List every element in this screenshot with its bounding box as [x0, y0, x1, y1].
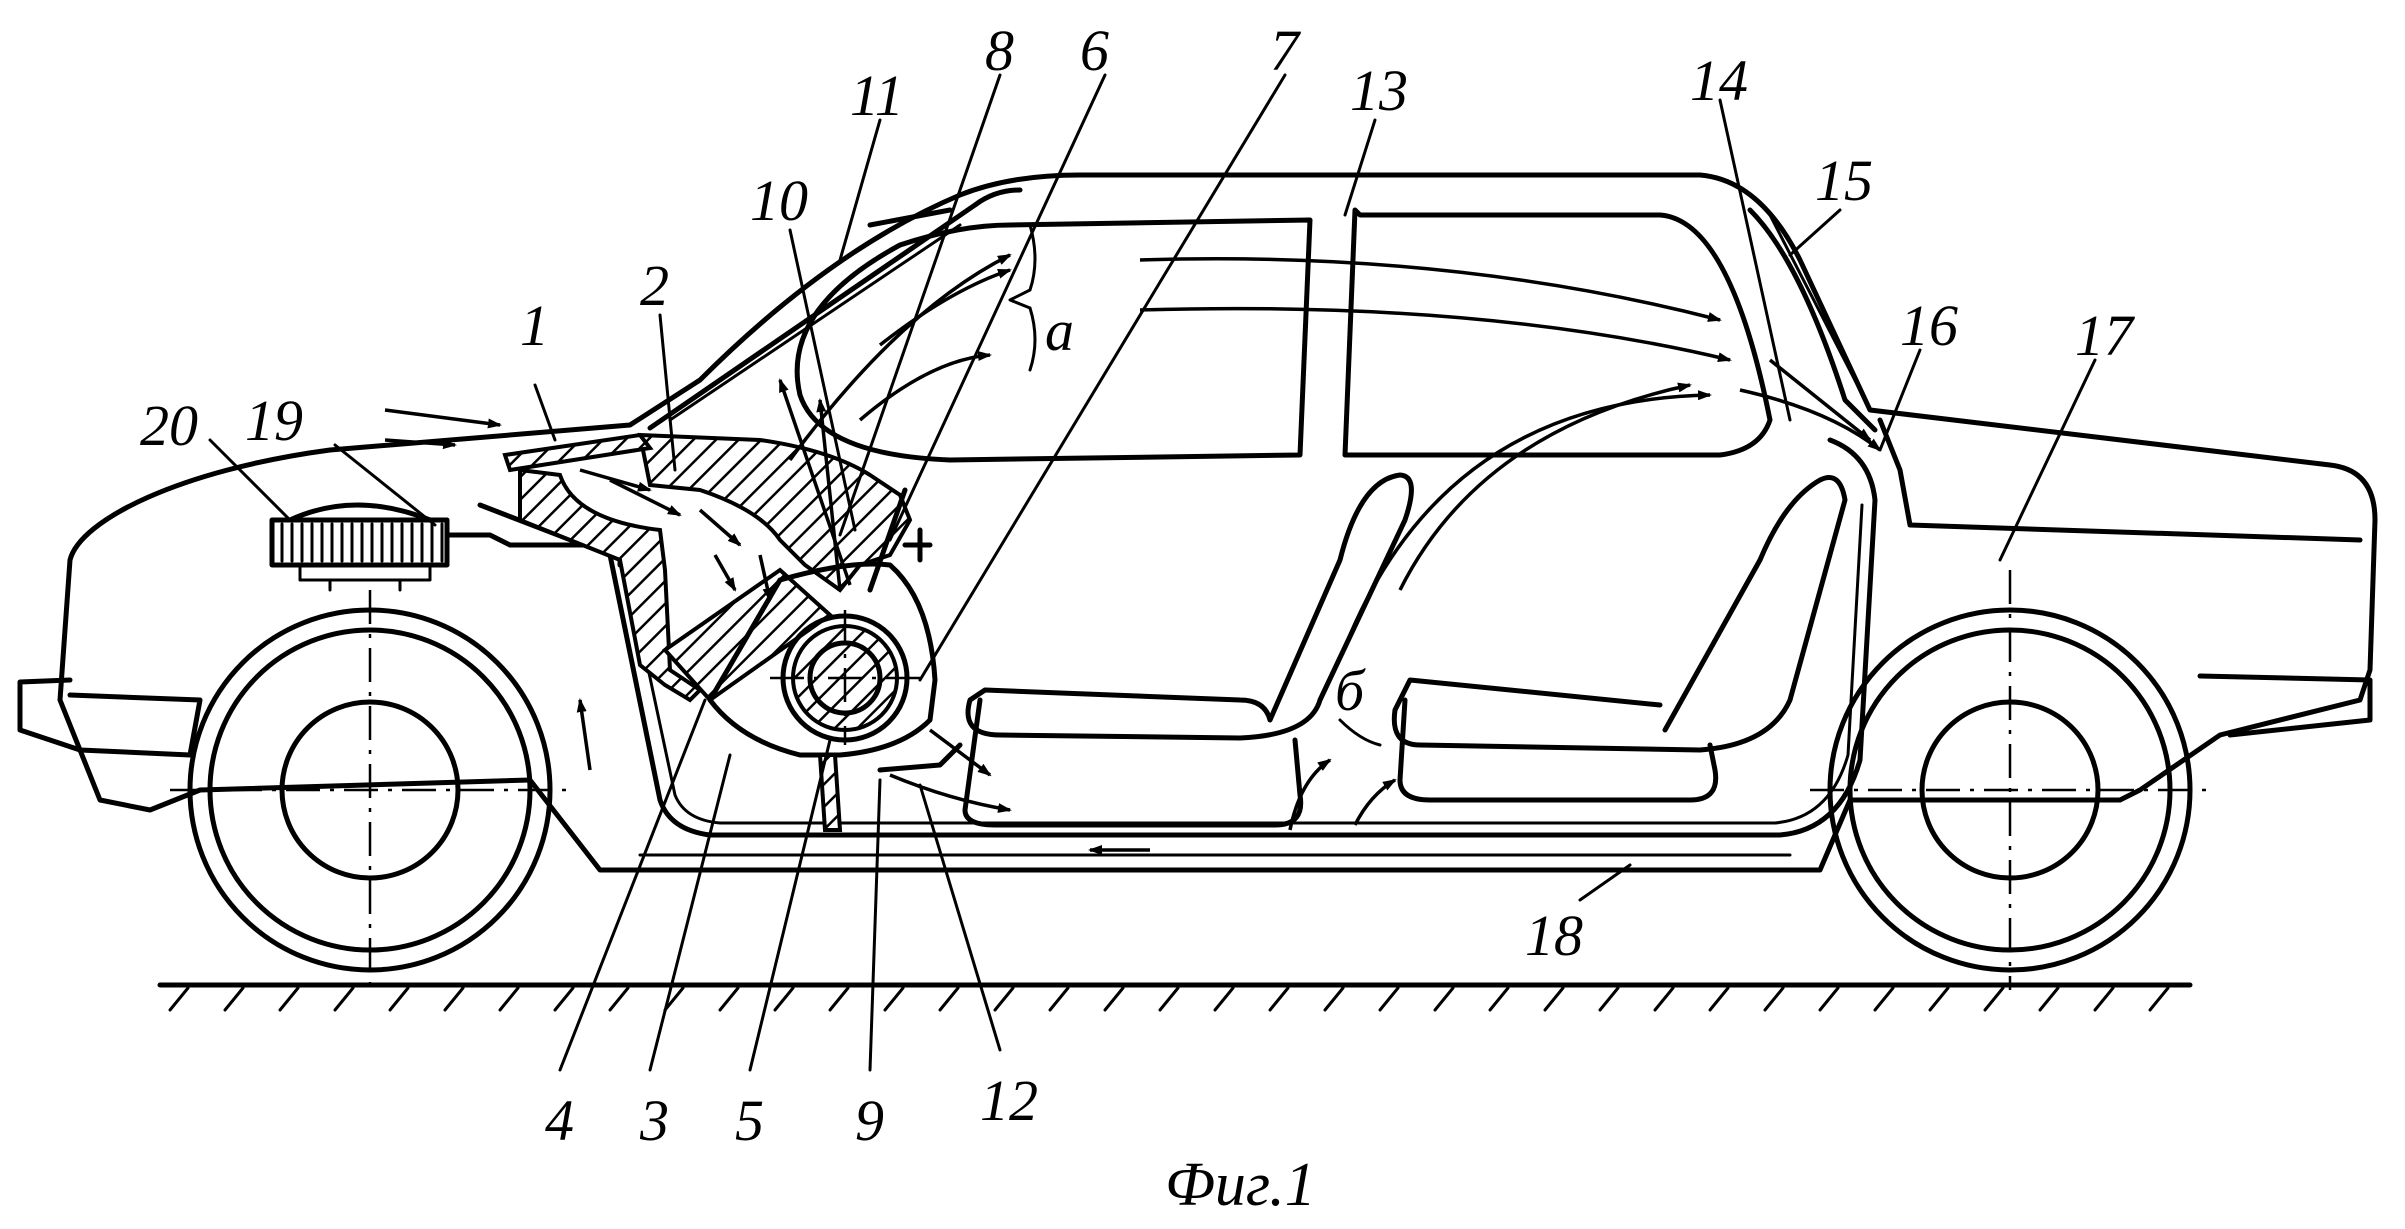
ground-hatch-stroke [443, 986, 465, 1012]
ground-hatch-stroke [1323, 986, 1345, 1012]
zone-label-a: a [1045, 298, 1074, 363]
ground-hatch-stroke [1983, 986, 2005, 1012]
front-bumper [17, 677, 203, 758]
ground-hatch-stroke [278, 986, 300, 1012]
label-1: 1 [520, 293, 549, 358]
ground [157, 982, 2193, 1012]
front-seat [965, 472, 1414, 741]
ground-hatch-stroke [2148, 986, 2170, 1012]
flap-10 [867, 487, 908, 593]
rear-glass [1747, 207, 1878, 433]
rear-seat-cushion [1397, 697, 1719, 803]
ground-hatch-stroke [1928, 986, 1950, 1012]
ground-hatch-stroke [663, 986, 685, 1012]
ground-hatch-stroke [883, 986, 905, 1012]
car-body-outline [57, 172, 2378, 873]
ground-hatch-stroke [718, 986, 740, 1012]
label-18: 18 [1525, 903, 1583, 968]
ground-hatch-stroke [2038, 986, 2060, 1012]
trunk-lid [1877, 417, 2363, 543]
ground-hatch-stroke [223, 986, 245, 1012]
ground-hatch-stroke [1213, 986, 1235, 1012]
rear-seat [1391, 475, 1848, 753]
ground-hatch-stroke [1378, 986, 1400, 1012]
label-4: 4 [545, 1088, 574, 1153]
label-8: 8 [985, 18, 1014, 83]
figure-caption: Фиг.1 [1165, 1151, 1316, 1219]
rear-glass-inner [1768, 213, 1862, 392]
windshield-top-strip [867, 207, 953, 228]
ground-hatch-stroke [498, 986, 520, 1012]
ground-hatch-stroke [608, 986, 630, 1012]
zone-label-b: б [1335, 658, 1366, 723]
air-filter-unit [269, 502, 450, 592]
front-seat-cushion [962, 697, 1304, 828]
ground-hatch-stroke [1103, 986, 1125, 1012]
ground-hatch-stroke [1543, 986, 1565, 1012]
label-11: 11 [850, 63, 904, 128]
damper-control [902, 527, 933, 563]
label-6: 6 [1080, 18, 1109, 83]
windshield [647, 187, 1023, 431]
ground-hatch-stroke [1598, 986, 1620, 1012]
label-7: 7 [1270, 18, 1301, 83]
intake-duct [444, 532, 623, 548]
label-5: 5 [735, 1088, 764, 1153]
label-16: 16 [1900, 293, 1958, 358]
ground-hatch-stroke [938, 986, 960, 1012]
ground-hatch-stroke [1763, 986, 1785, 1012]
rear-bumper [2197, 673, 2373, 738]
label-12: 12 [980, 1068, 1038, 1133]
ground-hatch-stroke [333, 986, 355, 1012]
ground-hatch-stroke [1873, 986, 1895, 1012]
leader-lines [208, 73, 2097, 1072]
ground-hatch-stroke [168, 986, 190, 1012]
rear-window [1342, 207, 1773, 458]
label-2: 2 [640, 253, 669, 318]
cowl-panel [502, 432, 654, 473]
ground-hatch-stroke [1048, 986, 1070, 1012]
floor-outlet-duct [817, 753, 843, 832]
airflow-arrows [384, 253, 1882, 855]
label-17: 17 [2075, 303, 2135, 368]
label-13: 13 [1350, 58, 1408, 123]
outlet-12 [877, 742, 963, 773]
ground-hatch-stroke [1708, 986, 1730, 1012]
label-14: 14 [1690, 48, 1748, 113]
ground-hatch-stroke [993, 986, 1015, 1012]
ground-hatch-stroke [1433, 986, 1455, 1012]
label-10: 10 [750, 168, 808, 233]
ground-hatch-stroke [553, 986, 575, 1012]
windshield-inner [668, 223, 962, 422]
ground-hatch-stroke [828, 986, 850, 1012]
inner-body-contour [477, 437, 1878, 838]
ground-hatch-stroke [1653, 986, 1675, 1012]
front-window [794, 217, 1313, 463]
rear-wheel [1810, 570, 2210, 990]
ground-hatch-stroke [2093, 986, 2115, 1012]
front-bulkhead [518, 467, 704, 703]
front-wheel [170, 590, 570, 990]
ground-hatch-stroke [388, 986, 410, 1012]
inner-body-contour-2 [518, 503, 1864, 825]
plenum-housing [637, 432, 913, 593]
ground-hatch-stroke [773, 986, 795, 1012]
label-20: 20 [140, 393, 198, 458]
ground-hatch-stroke [1158, 986, 1180, 1012]
fan-housing [707, 561, 938, 758]
label-9: 9 [855, 1088, 884, 1153]
label-3: 3 [639, 1088, 669, 1153]
ground-hatch-stroke [1268, 986, 1290, 1012]
ground-hatch-stroke [1488, 986, 1510, 1012]
label-19: 19 [245, 388, 303, 453]
ground-hatch-stroke [1818, 986, 1840, 1012]
label-15: 15 [1815, 148, 1873, 213]
